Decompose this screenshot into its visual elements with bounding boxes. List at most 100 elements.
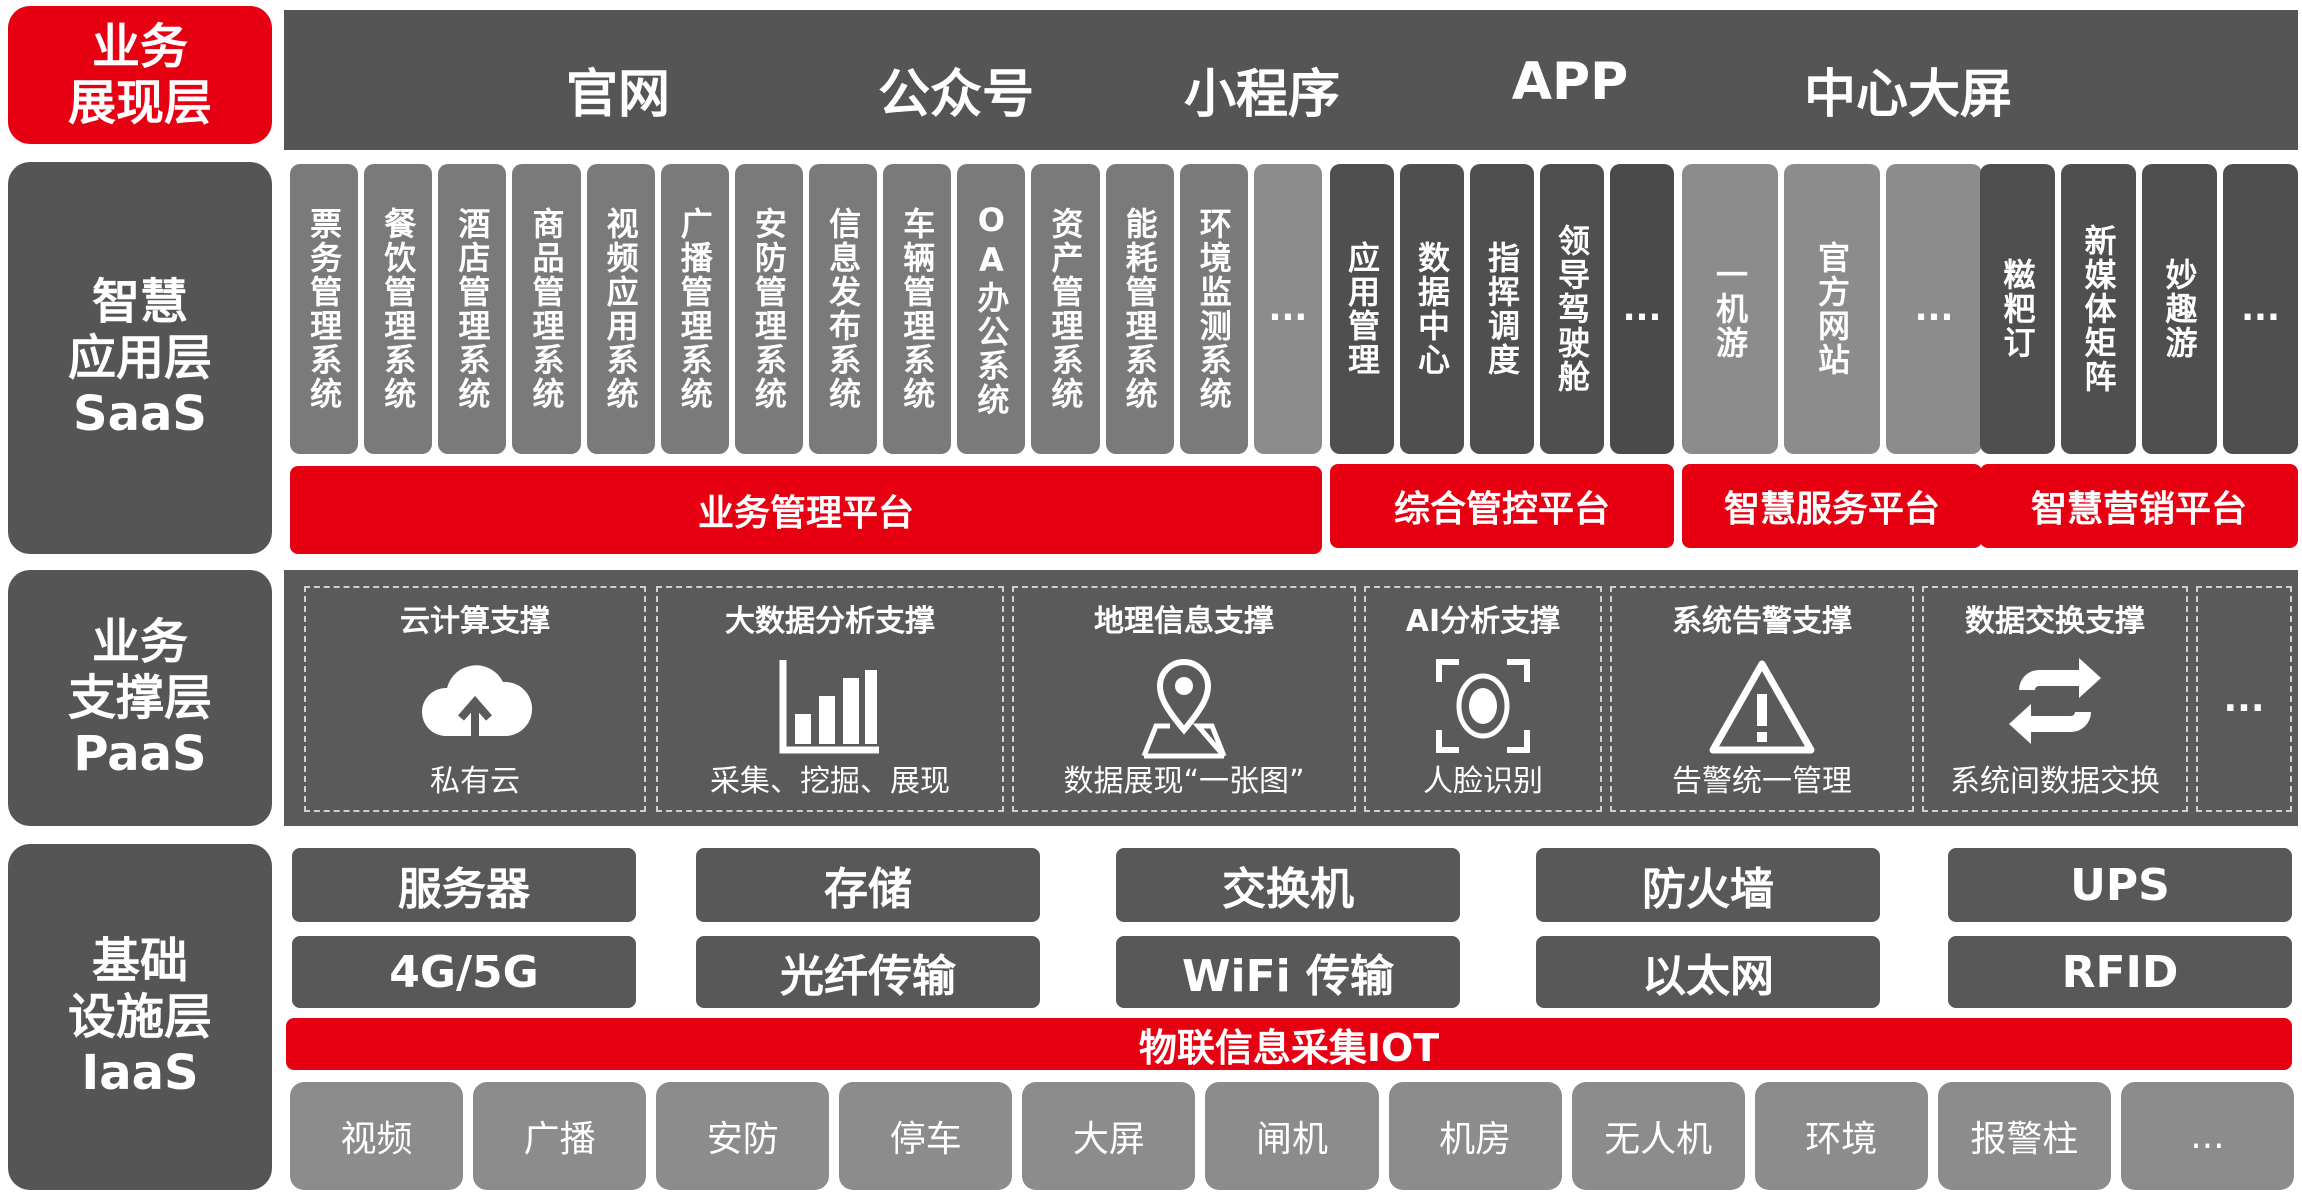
- paas-item-title: 云计算支撑: [400, 604, 550, 639]
- saas-item: 广播管理系统: [660, 164, 729, 454]
- paas-item-subtitle: 私有云: [430, 764, 520, 799]
- saas-item: 新媒体矩阵: [2061, 164, 2136, 454]
- paas-item-title: 数据交换支撑: [1965, 604, 2145, 639]
- device-item: 机房: [1388, 1082, 1562, 1190]
- layer-label-iaas-text: 基础 设施层 IaaS: [67, 933, 212, 1101]
- saas-item-label: 数据中心: [1413, 241, 1451, 377]
- channels-bar: 官网 公众号 小程序 APP 中心大屏: [284, 10, 2298, 150]
- saas-item-label: 糍粑订: [1998, 258, 2037, 360]
- infra-item: 以太网: [1536, 936, 1880, 1008]
- saas-item: 官方网站: [1784, 164, 1880, 454]
- saas-item: 酒店管理系统: [438, 164, 507, 454]
- saas-item: 领导驾驶舱: [1540, 164, 1604, 454]
- saas-item: ...: [1610, 164, 1674, 454]
- device-item: 停车: [839, 1082, 1013, 1190]
- paas-item: AI分析支撑人脸识别: [1364, 586, 1602, 812]
- saas-item: OA办公系统: [957, 164, 1026, 454]
- paas-item-subtitle: 采集、挖掘、展现: [710, 764, 950, 799]
- saas-item: 票务管理系统: [290, 164, 359, 454]
- saas-item: 应用管理: [1330, 164, 1394, 454]
- paas-item: 系统告警支撑告警统一管理: [1610, 586, 1914, 812]
- layer-label-saas: 智慧 应用层 SaaS: [8, 162, 272, 554]
- channel-app: APP: [1511, 52, 1629, 112]
- device-item: 安防: [656, 1082, 830, 1190]
- layer-label-presentation: 业务 展现层: [8, 6, 272, 144]
- saas-item: 能耗管理系统: [1105, 164, 1174, 454]
- infra-item: 防火墙: [1536, 848, 1880, 922]
- infra-item: 光纤传输: [696, 936, 1040, 1008]
- device-item: 视频: [290, 1082, 464, 1190]
- device-item-label: 广播: [523, 1119, 596, 1160]
- infra-item-label: 光纤传输: [780, 951, 956, 1002]
- saas-item: 安防管理系统: [734, 164, 803, 454]
- saas-item-label: OA办公系统: [972, 201, 1011, 417]
- saas-item: 资产管理系统: [1031, 164, 1100, 454]
- saas-item-label: 领导驾驶舱: [1553, 224, 1591, 394]
- device-item-label: 无人机: [1604, 1119, 1713, 1160]
- infra-item-label: 4G/5G: [389, 946, 539, 998]
- device-item-label: 视频: [340, 1119, 413, 1160]
- device-item-label: 大屏: [1072, 1119, 1145, 1160]
- saas-item-label: 广播管理系统: [675, 207, 714, 411]
- paas-item-subtitle: 数据展现“一张图”: [1063, 764, 1305, 799]
- layer-label-iaas: 基础 设施层 IaaS: [8, 844, 272, 1190]
- saas-platform-label: 综合管控平台: [1393, 489, 1610, 530]
- infra-item-label: WiFi 传输: [1181, 951, 1395, 1002]
- device-item: 无人机: [1571, 1082, 1745, 1190]
- device-item: 报警柱: [1937, 1082, 2111, 1190]
- saas-item-label: 资产管理系统: [1046, 207, 1085, 411]
- infra-item: 4G/5G: [292, 936, 636, 1008]
- saas-item: 环境监测系统: [1179, 164, 1248, 454]
- saas-item-label: 视频应用系统: [601, 207, 640, 411]
- saas-item-label: ...: [1914, 289, 1954, 329]
- saas-item: 指挥调度: [1470, 164, 1534, 454]
- saas-item-label: 一机游: [1711, 258, 1749, 360]
- infra-item-label: UPS: [2070, 859, 2170, 911]
- saas-item: 车辆管理系统: [883, 164, 952, 454]
- saas-item-label: 商品管理系统: [527, 207, 566, 411]
- iot-bar: 物联信息采集IOT: [286, 1018, 2292, 1070]
- paas-item-subtitle: 告警统一管理: [1672, 764, 1852, 799]
- device-item: 广播: [473, 1082, 647, 1190]
- device-item-label: 安防: [706, 1119, 779, 1160]
- infra-item-label: 交换机: [1222, 864, 1354, 915]
- saas-item: 餐饮管理系统: [364, 164, 433, 454]
- paas-item-subtitle: 系统间数据交换: [1950, 764, 2160, 799]
- saas-platform-label: 业务管理平台: [697, 493, 914, 534]
- infra-item: 存储: [696, 848, 1040, 922]
- saas-item-label: 新媒体矩阵: [2079, 224, 2118, 394]
- saas-item: 一机游: [1682, 164, 1778, 454]
- channel-official-account: 公众号: [877, 65, 1035, 125]
- layer-label-presentation-text: 业务 展现层: [67, 19, 212, 131]
- paas-item-title: 地理信息支撑: [1094, 604, 1274, 639]
- device-item-label: ...: [2190, 1115, 2225, 1157]
- paas-item: 云计算支撑私有云: [304, 586, 646, 812]
- saas-item: 视频应用系统: [586, 164, 655, 454]
- saas-item: 糍粑订: [1980, 164, 2055, 454]
- infra-item-label: 存储: [824, 864, 912, 915]
- paas-item-title: 大数据分析支撑: [725, 604, 935, 639]
- device-item: 闸机: [1205, 1082, 1379, 1190]
- saas-item-label: 车辆管理系统: [898, 207, 937, 411]
- iot-bar-label: 物联信息采集IOT: [1138, 1025, 1440, 1070]
- device-item: 大屏: [1022, 1082, 1196, 1190]
- saas-platform-label: 智慧服务平台: [1723, 489, 1940, 530]
- infra-item-label: 防火墙: [1642, 864, 1774, 915]
- layer-label-paas: 业务 支撑层 PaaS: [8, 570, 272, 826]
- infra-item: 服务器: [292, 848, 636, 922]
- saas-item-label: 指挥调度: [1483, 241, 1521, 377]
- infra-item: RFID: [1948, 936, 2292, 1008]
- channel-center-screen: 中心大屏: [1803, 65, 2013, 125]
- saas-item-label: 票务管理系统: [305, 207, 344, 411]
- paas-item-title: 系统告警支撑: [1672, 604, 1852, 639]
- saas-item-label: 餐饮管理系统: [379, 207, 418, 411]
- layer-label-paas-text: 业务 支撑层 PaaS: [67, 614, 212, 782]
- saas-item: ...: [1253, 164, 1322, 454]
- saas-item: 数据中心: [1400, 164, 1464, 454]
- saas-item: 妙趣游: [2142, 164, 2217, 454]
- paas-panel: [284, 570, 2298, 826]
- saas-item-label: 酒店管理系统: [453, 207, 492, 411]
- paas-item: 数据交换支撑系统间数据交换: [1922, 586, 2188, 812]
- infra-item-label: RFID: [2061, 946, 2179, 998]
- saas-item: ...: [1886, 164, 1982, 454]
